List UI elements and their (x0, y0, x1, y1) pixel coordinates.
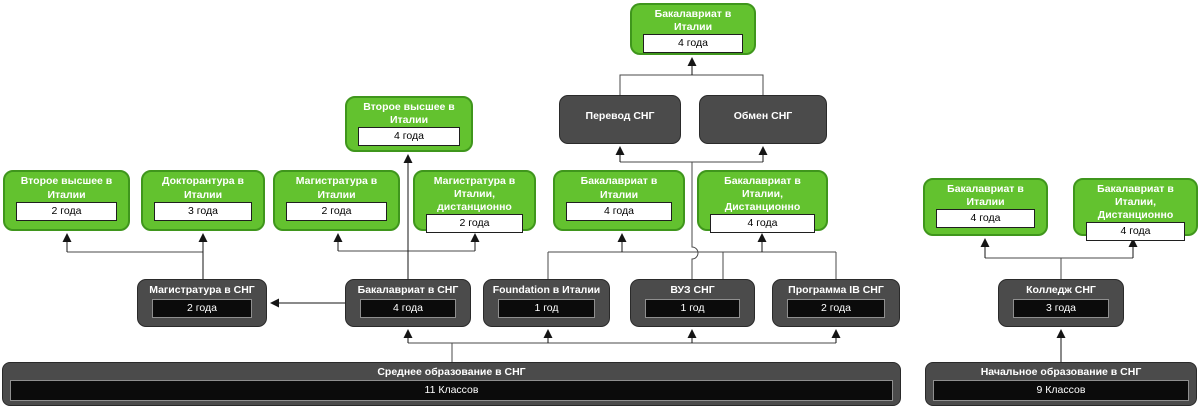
node-label: Программа IB СНГ (788, 284, 884, 297)
node-vuz-sng: ВУЗ СНГ 1 год (630, 279, 755, 327)
node-duration: 1 год (645, 299, 740, 318)
node-duration: 4 года (643, 34, 743, 54)
node-duration: 4 года (936, 209, 1035, 229)
node-label: Перевод СНГ (585, 110, 655, 123)
node-duration: 4 года (566, 202, 672, 221)
node-label: Второе высшее в Италии (20, 175, 113, 201)
node-label: Второе высшее в Италии (363, 101, 455, 127)
connector-line (691, 162, 699, 279)
node-duration: 11 Классов (10, 380, 893, 401)
node-label: Бакалавриат в Италии (947, 183, 1024, 209)
node-duration: 2 года (787, 299, 885, 318)
node-label: Обмен СНГ (733, 110, 793, 123)
node-label: Бакалавриат в Италии (654, 8, 732, 34)
node-exchange-sng: Обмен СНГ (699, 95, 827, 144)
node-label: Магистратура в Италии, дистанционно (433, 175, 516, 214)
node-duration: 3 года (1013, 299, 1109, 318)
node-transfer-sng: Перевод СНГ (559, 95, 681, 144)
node-label: Колледж СНГ (1026, 284, 1096, 297)
node-duration: 2 года (426, 214, 523, 234)
connector-line (619, 74, 764, 95)
node-duration: 3 года (154, 202, 252, 221)
node-label: Магистратура в СНГ (149, 284, 255, 297)
node-college-sng: Колледж СНГ 3 года (998, 279, 1124, 327)
node-label: Магистратура в Италии (295, 175, 378, 201)
node-duration: 9 Классов (933, 380, 1189, 401)
node-bachelor-sng: Бакалавриат в СНГ 4 года (345, 279, 471, 327)
node-duration: 2 года (16, 202, 117, 221)
node-label: Бакалавриат в Италии, Дистанционно (1097, 183, 1174, 222)
node-duration: 2 года (286, 202, 387, 221)
node-label: Докторантура в Италии (161, 175, 245, 201)
node-duration: 4 года (358, 127, 460, 147)
node-duration: 1 год (498, 299, 595, 318)
node-label: Бакалавриат в СНГ (357, 284, 459, 297)
node-duration: 4 года (710, 214, 815, 234)
node-duration: 4 года (360, 299, 456, 318)
node-label: Foundation в Италии (492, 284, 601, 297)
node-label: Бакалавриат в Италии (580, 175, 658, 201)
node-label: ВУЗ СНГ (670, 284, 715, 297)
node-label: Бакалавриат в Италии, Дистанционно (724, 175, 801, 214)
node-duration: 4 года (1086, 222, 1185, 242)
node-duration: 2 года (152, 299, 252, 318)
node-foundation-italy: Foundation в Италии 1 год (483, 279, 610, 327)
node-masters-sng: Магистратура в СНГ 2 года (137, 279, 267, 327)
node-label: Среднее образование в СНГ (377, 366, 526, 379)
node-ib-program-sng: Программа IB СНГ 2 года (772, 279, 900, 327)
node-label: Начальное образование в СНГ (980, 366, 1142, 379)
